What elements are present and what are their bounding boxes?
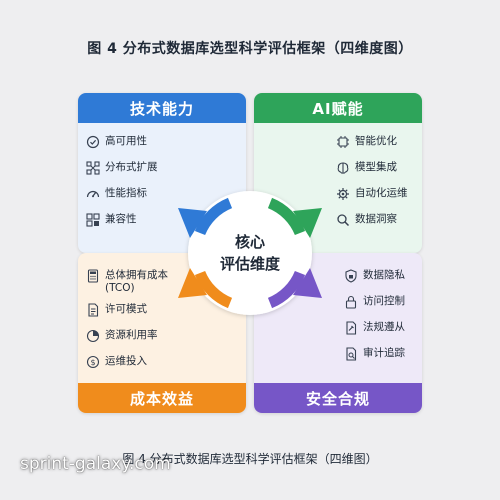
panel-title-cost-effectiveness: 成本效益 [78, 383, 246, 413]
list-item: 审计追踪 [344, 347, 405, 373]
brain-icon [336, 161, 350, 175]
panel-title-technical-capability: 技术能力 [78, 93, 246, 123]
panel-title-ai-enablement: AI赋能 [254, 93, 422, 123]
item-label: 模型集成 [355, 161, 397, 173]
item-label: 许可模式 [105, 303, 147, 315]
item-label: 资源利用率 [105, 329, 158, 341]
list-item: 兼容性 [86, 213, 158, 239]
item-label: 访问控制 [363, 295, 405, 307]
gauge-icon [86, 187, 100, 201]
ai-enablement-list: 智能优化 模型集成 自动化运维 数据洞察 [336, 135, 408, 239]
arc-cost [194, 270, 233, 309]
technical-capability-list: 高可用性 分布式扩展 性能指标 兼容性 [86, 135, 158, 239]
arrow-technical [178, 208, 207, 238]
list-item: 分布式扩展 [86, 161, 158, 187]
list-item: 数据洞察 [336, 213, 408, 239]
lock-icon [344, 295, 358, 309]
arc-ai [267, 197, 306, 236]
audit-log-icon [344, 347, 358, 361]
item-label: 数据洞察 [355, 213, 397, 225]
center-label: 核心 评估维度 [199, 207, 301, 299]
arrow-compliance [293, 268, 322, 298]
svg-text:$: $ [90, 358, 95, 367]
security-compliance-list: 数据隐私 访问控制 法规遵从 审计追踪 [344, 269, 405, 373]
figure-caption: 图 4 分布式数据库选型科学评估框架（四维图） [122, 452, 378, 466]
item-label: 智能优化 [355, 135, 397, 147]
list-item: 法规遵从 [344, 321, 405, 347]
list-item: 总体拥有成本 (TCO) [86, 269, 168, 303]
item-label: 兼容性 [105, 213, 137, 225]
arc-compliance [267, 270, 306, 309]
item-label: 运维投入 [105, 355, 147, 367]
center-label-line-1: 核心 [234, 233, 265, 251]
document-icon [86, 303, 100, 317]
list-item: 资源利用率 [86, 329, 168, 355]
search-icon [336, 213, 350, 227]
gavel-icon [344, 321, 358, 335]
list-item: 数据隐私 [344, 269, 405, 295]
center-disc [188, 191, 312, 315]
nodes-icon [86, 161, 100, 175]
diagram-title: 图 4 分布式数据库选型科学评估框架（四维度图） [87, 41, 413, 57]
item-label: 性能指标 [105, 187, 147, 199]
list-item: 智能优化 [336, 135, 408, 161]
list-item: $ 运维投入 [86, 355, 168, 381]
arrow-cost [178, 268, 207, 298]
item-label: 分布式扩展 [105, 161, 158, 173]
list-item: 许可模式 [86, 303, 168, 329]
item-label: 法规遵从 [363, 321, 405, 333]
gear-icon [336, 187, 350, 201]
pie-chart-icon [86, 329, 100, 343]
ai-chip-icon [336, 135, 350, 149]
item-label: 高可用性 [105, 135, 147, 147]
center-label-line-2: 评估维度 [219, 255, 280, 273]
list-item: 性能指标 [86, 187, 158, 213]
item-label: 数据隐私 [363, 269, 405, 281]
item-label: 自动化运维 [355, 187, 408, 199]
item-label: 总体拥有成本 (TCO) [105, 269, 168, 294]
cost-effectiveness-list: 总体拥有成本 (TCO) 许可模式 资源利用率 $ 运维投入 [86, 269, 168, 381]
puzzle-icon [86, 213, 100, 227]
check-circle-icon [86, 135, 100, 149]
list-item: 模型集成 [336, 161, 408, 187]
panel-title-security-compliance: 安全合规 [254, 383, 422, 413]
coins-icon: $ [86, 355, 100, 369]
list-item: 访问控制 [344, 295, 405, 321]
list-item: 自动化运维 [336, 187, 408, 213]
arrow-ai [293, 208, 322, 238]
item-label: 审计追踪 [363, 347, 405, 359]
calculator-icon [86, 269, 100, 283]
watermark: sprint-galaxy.com [20, 454, 171, 474]
shield-icon [344, 269, 358, 283]
list-item: 高可用性 [86, 135, 158, 161]
arc-technical [194, 197, 233, 236]
